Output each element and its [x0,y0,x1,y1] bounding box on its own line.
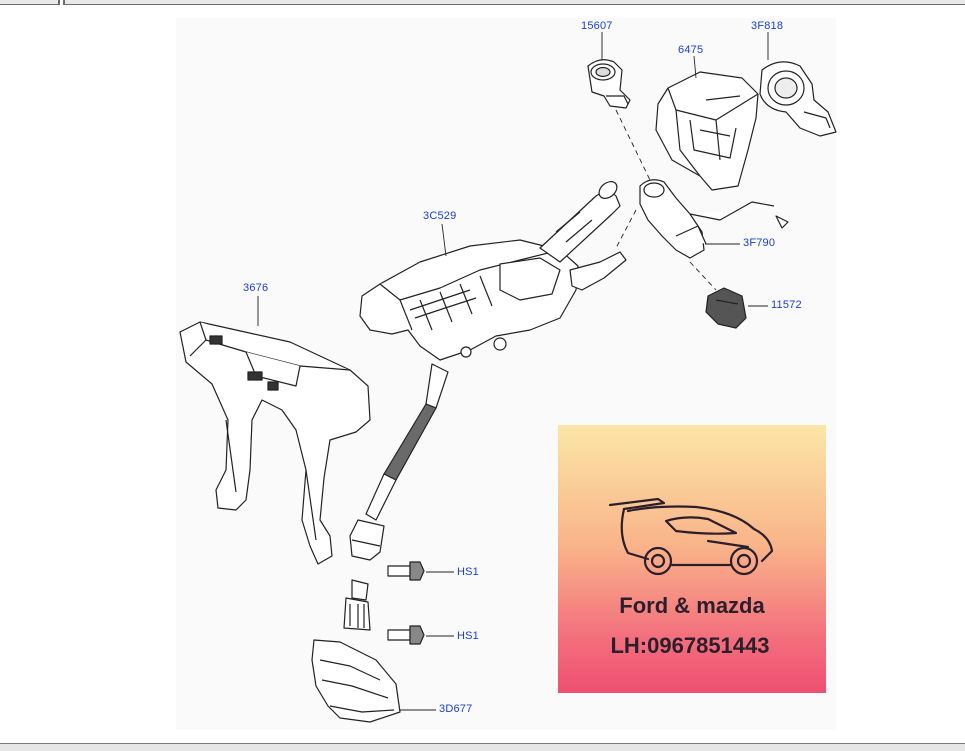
top-bar-separator [63,0,65,5]
part-15607-ignition-switch [587,59,631,109]
callout-HS1-lower: HS1 [457,630,479,642]
part-6475-lock-housing [655,71,759,191]
part-3C529-steering-column [359,181,627,361]
part-3F818-clock-spring [759,61,837,137]
window-bottom-bar [0,743,965,751]
top-bar-separator [58,0,60,5]
top-bar-segment [65,0,965,5]
ad-phone-number: LH:0967851443 [610,633,770,658]
part-11572-switch [705,287,747,329]
watermark-ad-panel: Ford & mazda LH:0967851443 [558,425,826,693]
callout-6475: 6475 [678,44,704,56]
callout-11572: 11572 [771,299,802,311]
ad-brand-name: Ford & mazda [619,593,765,618]
callout-3676: 3676 [243,282,269,294]
part-3F790-column-switch [639,179,789,259]
top-bar-segment [0,0,58,5]
window-top-bar [0,0,965,5]
callout-3F790: 3F790 [743,237,776,249]
part-3D677-boot [311,639,401,723]
part-3676-bracket [179,321,371,565]
part-HS1-bolt-lower [387,625,425,645]
part-HS1-bolt-upper [387,561,425,581]
callout-3C529: 3C529 [423,210,457,222]
leader-lines [257,32,769,711]
part-intermediate-shaft [343,363,449,631]
callout-HS1-upper: HS1 [457,566,479,578]
callout-3F818: 3F818 [751,20,784,32]
callout-15607: 15607 [581,20,613,32]
sports-car-logo-icon [608,497,774,576]
callout-3D677: 3D677 [439,703,473,715]
